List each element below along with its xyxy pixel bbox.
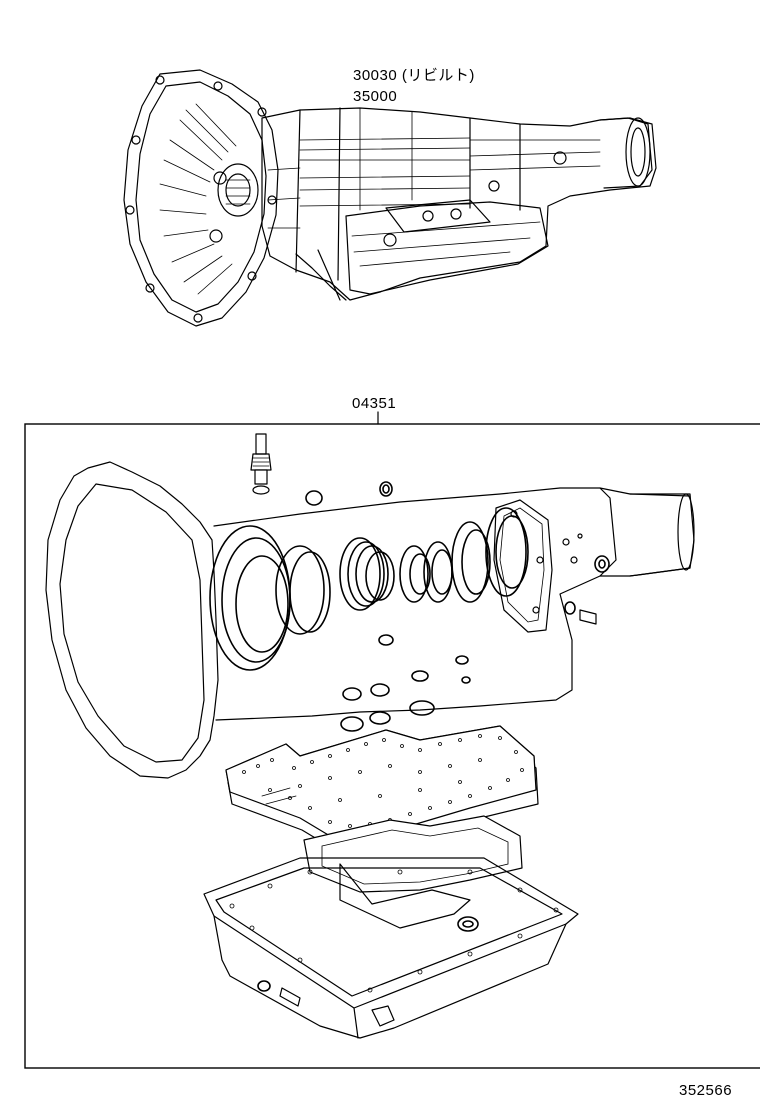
lower-valve-body-gasket — [303, 815, 523, 893]
side-seals — [562, 533, 610, 625]
pan-gasket-holes — [229, 869, 559, 993]
overhaul-kit-part-number: 04351 — [352, 395, 397, 412]
extension-housing-gasket — [493, 499, 553, 633]
bell-housing-ribs — [159, 103, 237, 295]
piston-seal-rings — [209, 507, 529, 671]
assembly-part-number: 35000 — [353, 88, 398, 105]
valve-body-holes — [242, 734, 524, 828]
rebuilt-part-number: 30030 (リビルト) — [353, 67, 475, 84]
illustration-number: 352566 — [679, 1082, 733, 1099]
small-o-rings — [305, 481, 393, 506]
accumulator-seals — [340, 634, 471, 732]
transmission-assembly-illustration — [123, 69, 657, 327]
case-rib-lines — [267, 137, 601, 229]
oil-pan-and-gasket — [203, 857, 579, 1039]
breather-plug-part — [250, 433, 272, 495]
kit-case-outline — [45, 461, 695, 779]
flange-bolt-bosses — [125, 75, 277, 323]
overhaul-kit-frame — [24, 423, 760, 1069]
